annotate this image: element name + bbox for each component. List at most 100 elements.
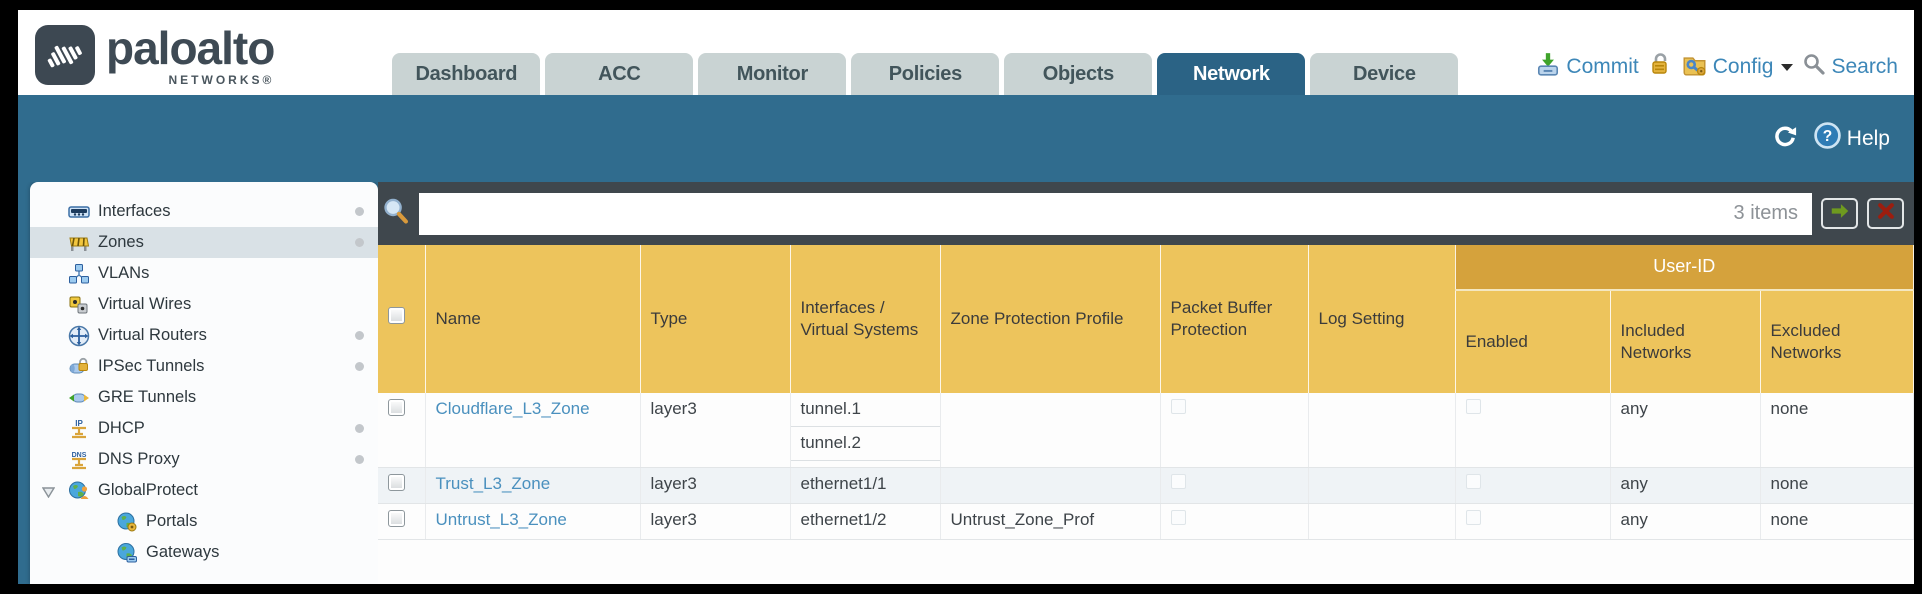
dns-proxy-icon: DNS — [68, 449, 90, 471]
cell-packet-buffer-protection — [1160, 503, 1309, 540]
virtual-routers-icon — [68, 325, 90, 347]
apply-filter-button[interactable] — [1821, 198, 1858, 229]
cell-log-setting — [1308, 393, 1456, 468]
status-dot — [355, 207, 364, 216]
expand-triangle-icon[interactable] — [41, 484, 56, 503]
config-icon — [1681, 51, 1708, 83]
user-id-enabled-checkbox[interactable] — [1465, 399, 1481, 414]
commit-label: Commit — [1566, 55, 1639, 78]
help-button[interactable]: ? Help — [1813, 121, 1890, 156]
status-dot — [355, 362, 364, 371]
tab-acc[interactable]: ACC — [545, 53, 694, 95]
close-x-icon — [1876, 201, 1896, 226]
help-label: Help — [1846, 126, 1890, 150]
row-checkbox[interactable] — [388, 509, 405, 527]
sidebar-item-zones[interactable]: Zones — [30, 227, 378, 258]
sidebar-item-virtual-routers[interactable]: Virtual Routers — [30, 320, 378, 351]
zone-name-link[interactable]: Trust_L3_Zone — [435, 473, 551, 493]
cell-select — [378, 503, 426, 540]
tab-objects[interactable]: Objects — [1004, 53, 1153, 95]
sidebar-item-label: DNS Proxy — [98, 450, 180, 468]
sidebar-item-portals[interactable]: Portals — [30, 506, 378, 537]
cell-packet-buffer-protection — [1160, 467, 1309, 504]
config-button[interactable]: Config — [1681, 51, 1794, 83]
sidebar-item-virtual-wires[interactable]: Virtual Wires — [30, 289, 378, 320]
utility-bar: ? Help — [18, 95, 1914, 182]
tab-network[interactable]: Network — [1157, 53, 1306, 95]
sidebar-item-label: DHCP — [98, 419, 145, 437]
cell-excluded-networks: none — [1760, 393, 1914, 468]
sidebar-item-interfaces[interactable]: Interfaces — [30, 196, 378, 227]
cell-excluded-networks: none — [1760, 503, 1914, 540]
svg-text:?: ? — [1823, 128, 1832, 145]
tab-monitor[interactable]: Monitor — [698, 53, 847, 95]
refresh-icon — [1771, 122, 1799, 156]
sidebar-item-label: Virtual Wires — [98, 295, 192, 313]
globalprotect-icon — [68, 480, 90, 502]
sidebar-item-ipsec-tunnels[interactable]: IPSec Tunnels — [30, 351, 378, 382]
packet-buffer-protection-checkbox[interactable] — [1170, 509, 1186, 525]
column-header-included-networks[interactable]: Included Networks — [1610, 290, 1761, 393]
sidebar-item-label: GRE Tunnels — [98, 388, 197, 406]
tab-dashboard[interactable]: Dashboard — [392, 53, 541, 95]
tab-device[interactable]: Device — [1310, 53, 1459, 95]
commit-button[interactable]: Commit — [1535, 51, 1639, 83]
interface-item: tunnel.2 — [790, 427, 940, 461]
column-header-excluded-networks[interactable]: Excluded Networks — [1760, 290, 1914, 393]
column-header-type[interactable]: Type — [640, 245, 791, 393]
magnifier-icon — [382, 197, 410, 230]
sidebar-item-dns-proxy[interactable]: DNS DNS Proxy — [30, 444, 378, 475]
sidebar-item-label: VLANs — [98, 264, 150, 282]
column-header-log-setting[interactable]: Log Setting — [1308, 245, 1456, 393]
column-header-name[interactable]: Name — [425, 245, 641, 393]
select-all-checkbox[interactable] — [388, 307, 405, 325]
status-dot — [355, 238, 364, 247]
zone-name-link[interactable]: Untrust_L3_Zone — [435, 509, 567, 529]
gateways-icon — [116, 542, 138, 564]
lock-icon[interactable] — [1648, 51, 1672, 83]
refresh-button[interactable] — [1771, 122, 1799, 156]
sidebar-item-gre-tunnels[interactable]: GRE Tunnels — [30, 382, 378, 413]
interface-item: tunnel.1 — [790, 393, 940, 427]
column-header-packet-buffer-protection[interactable]: Packet Buffer Protection — [1160, 245, 1309, 393]
cell-name: Cloudflare_L3_Zone — [425, 393, 641, 468]
vlans-icon — [68, 263, 90, 285]
cell-zone-protection-profile: Untrust_Zone_Prof — [940, 503, 1161, 540]
clear-filter-button[interactable] — [1867, 198, 1904, 229]
content-panel: 3 items — [378, 182, 1914, 584]
column-header-enabled[interactable]: Enabled — [1455, 290, 1611, 393]
sidebar-item-vlans[interactable]: VLANs — [30, 258, 378, 289]
select-all-header-cell[interactable] — [378, 245, 426, 393]
cell-name: Trust_L3_Zone — [425, 467, 641, 504]
cell-user-id-enabled — [1455, 503, 1611, 540]
sidebar-item-gateways[interactable]: Gateways — [30, 537, 378, 568]
arrow-right-icon — [1829, 200, 1851, 227]
row-checkbox[interactable] — [388, 473, 405, 491]
cell-zone-protection-profile — [940, 393, 1161, 468]
items-count: 3 items — [1733, 202, 1798, 224]
user-id-enabled-checkbox[interactable] — [1465, 473, 1481, 489]
user-id-enabled-checkbox[interactable] — [1465, 509, 1481, 525]
row-checkbox[interactable] — [388, 399, 405, 416]
tab-policies[interactable]: Policies — [851, 53, 1000, 95]
packet-buffer-protection-checkbox[interactable] — [1170, 473, 1186, 489]
sidebar-item-globalprotect[interactable]: GlobalProtect — [30, 475, 378, 506]
filter-input[interactable] — [419, 203, 1734, 224]
sidebar-item-dhcp[interactable]: IP DHCP — [30, 413, 378, 444]
packet-buffer-protection-checkbox[interactable] — [1170, 399, 1186, 414]
svg-text:IP: IP — [75, 419, 83, 428]
zone-name-link[interactable]: Cloudflare_L3_Zone — [435, 399, 590, 418]
column-header-interfaces-virtual-systems[interactable]: Interfaces / Virtual Systems — [790, 245, 941, 393]
global-search-button[interactable]: Search — [1802, 52, 1898, 82]
commit-icon — [1535, 51, 1561, 83]
column-header-zone-protection-profile[interactable]: Zone Protection Profile — [940, 245, 1161, 393]
paloalto-logo-icon — [34, 24, 96, 91]
